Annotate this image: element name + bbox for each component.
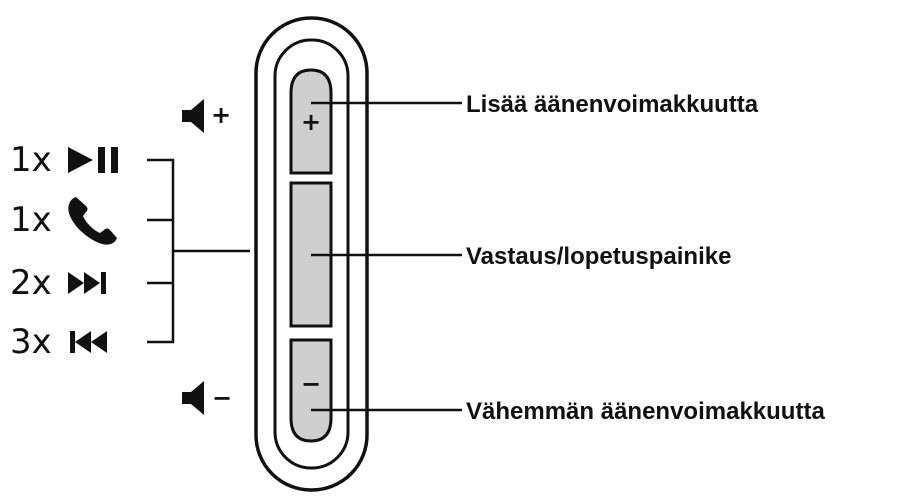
volume-up-button[interactable]: + xyxy=(289,68,333,175)
volume-down-sign: − xyxy=(212,384,232,412)
press-count-skip-forward: 2x xyxy=(10,263,52,303)
speaker-icon xyxy=(182,381,204,415)
speaker-icon xyxy=(182,99,204,133)
play-pause-icon xyxy=(68,147,118,173)
plus-symbol: + xyxy=(301,108,321,136)
label-answer-end: Vastaus/lopetuspainike xyxy=(466,243,731,270)
skip-back-icon xyxy=(70,331,107,353)
volume-down-indicator: − xyxy=(182,381,232,415)
volume-up-indicator: + xyxy=(182,99,231,133)
skip-forward-icon xyxy=(68,272,106,294)
leader-lines xyxy=(311,101,462,412)
press-count-play-pause: 1x xyxy=(10,140,52,180)
volume-up-sign: + xyxy=(211,101,231,129)
label-volume-down: Vähemmän äänenvoimakkuutta xyxy=(466,398,825,425)
volume-down-button-shape[interactable] xyxy=(289,338,333,443)
phone-icon xyxy=(68,197,117,245)
press-count-skip-back: 3x xyxy=(10,322,52,362)
label-volume-up: Lisää äänenvoimakkuutta xyxy=(466,91,759,118)
volume-up-button-shape[interactable] xyxy=(289,68,333,175)
press-count-call: 1x xyxy=(10,200,52,240)
minus-symbol: − xyxy=(301,370,321,398)
bracket-outline xyxy=(147,158,175,344)
volume-down-button[interactable]: − xyxy=(289,338,333,443)
press-actions-bracket xyxy=(147,158,250,344)
